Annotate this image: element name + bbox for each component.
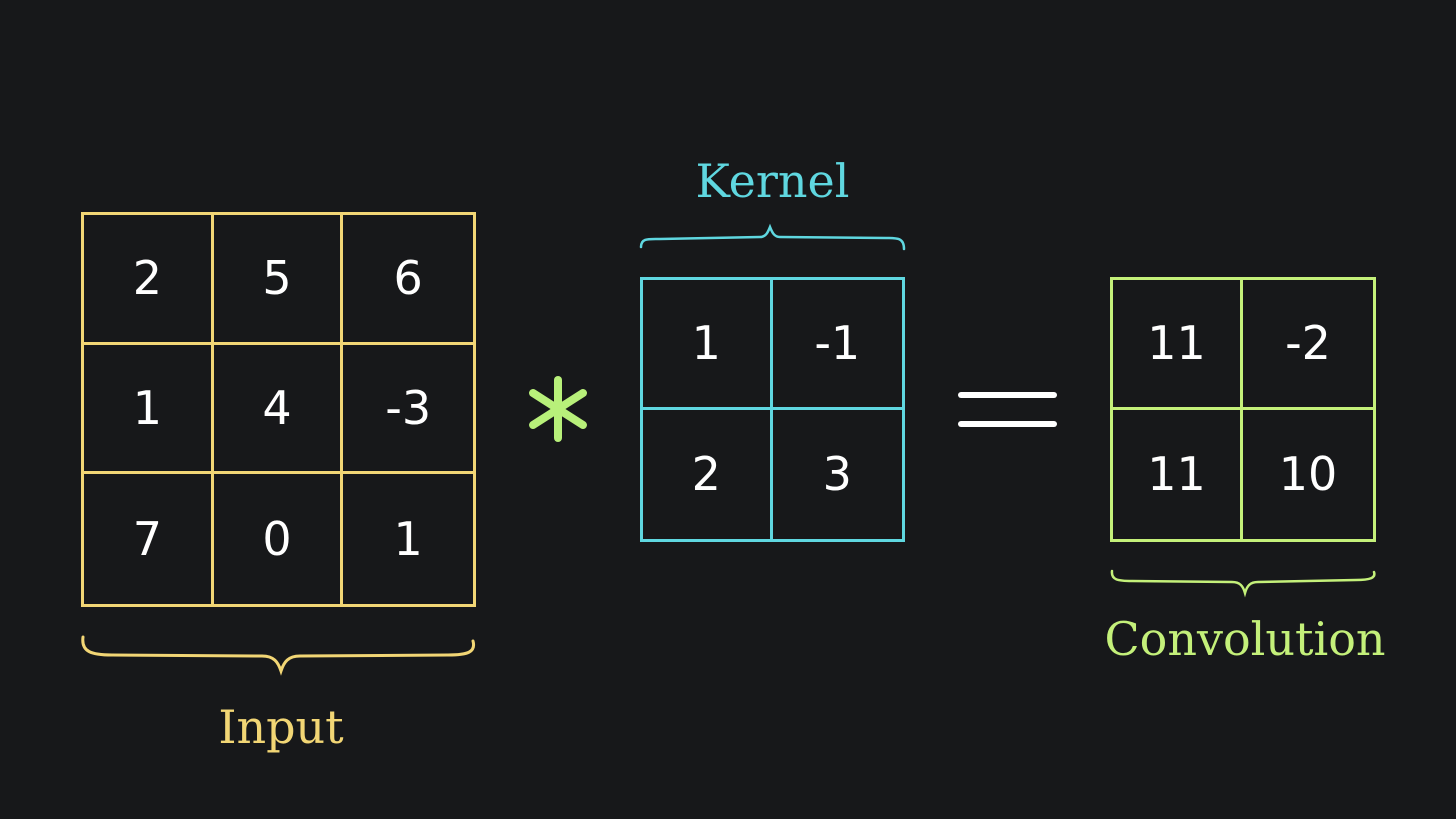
convolution-cell: -2 xyxy=(1243,280,1373,410)
kernel-matrix: 1 -1 2 3 xyxy=(640,277,905,542)
kernel-cell: 1 xyxy=(643,280,773,410)
kernel-cell: -1 xyxy=(772,280,902,410)
input-matrix: 2 5 6 1 4 -3 7 0 1 xyxy=(81,212,476,607)
input-cell: 5 xyxy=(213,215,344,345)
input-brace xyxy=(81,635,476,676)
convolution-cell: 11 xyxy=(1113,409,1243,539)
input-cell: 7 xyxy=(84,474,214,604)
kernel-brace xyxy=(639,223,906,251)
kernel-cell: 3 xyxy=(822,447,852,502)
convolution-cell: 10 xyxy=(1278,447,1338,502)
input-cell: 1 xyxy=(393,512,423,567)
input-cell: 0 xyxy=(214,474,344,604)
kernel-label: Kernel xyxy=(695,154,850,208)
convolution-matrix: 11 -2 11 10 xyxy=(1110,277,1376,542)
convolution-label: Convolution xyxy=(1104,612,1386,666)
input-cell: 4 xyxy=(213,344,344,475)
equals-icon xyxy=(958,392,1057,427)
input-cell: 1 xyxy=(84,344,214,475)
convolution-cell: 11 xyxy=(1113,280,1243,410)
output-brace xyxy=(1110,569,1376,598)
input-cell: 2 xyxy=(84,215,214,345)
input-cell: -3 xyxy=(343,345,473,475)
input-cell: 6 xyxy=(343,215,473,345)
asterisk-icon xyxy=(529,376,587,442)
input-label: Input xyxy=(218,700,344,754)
kernel-cell: 2 xyxy=(643,409,773,539)
